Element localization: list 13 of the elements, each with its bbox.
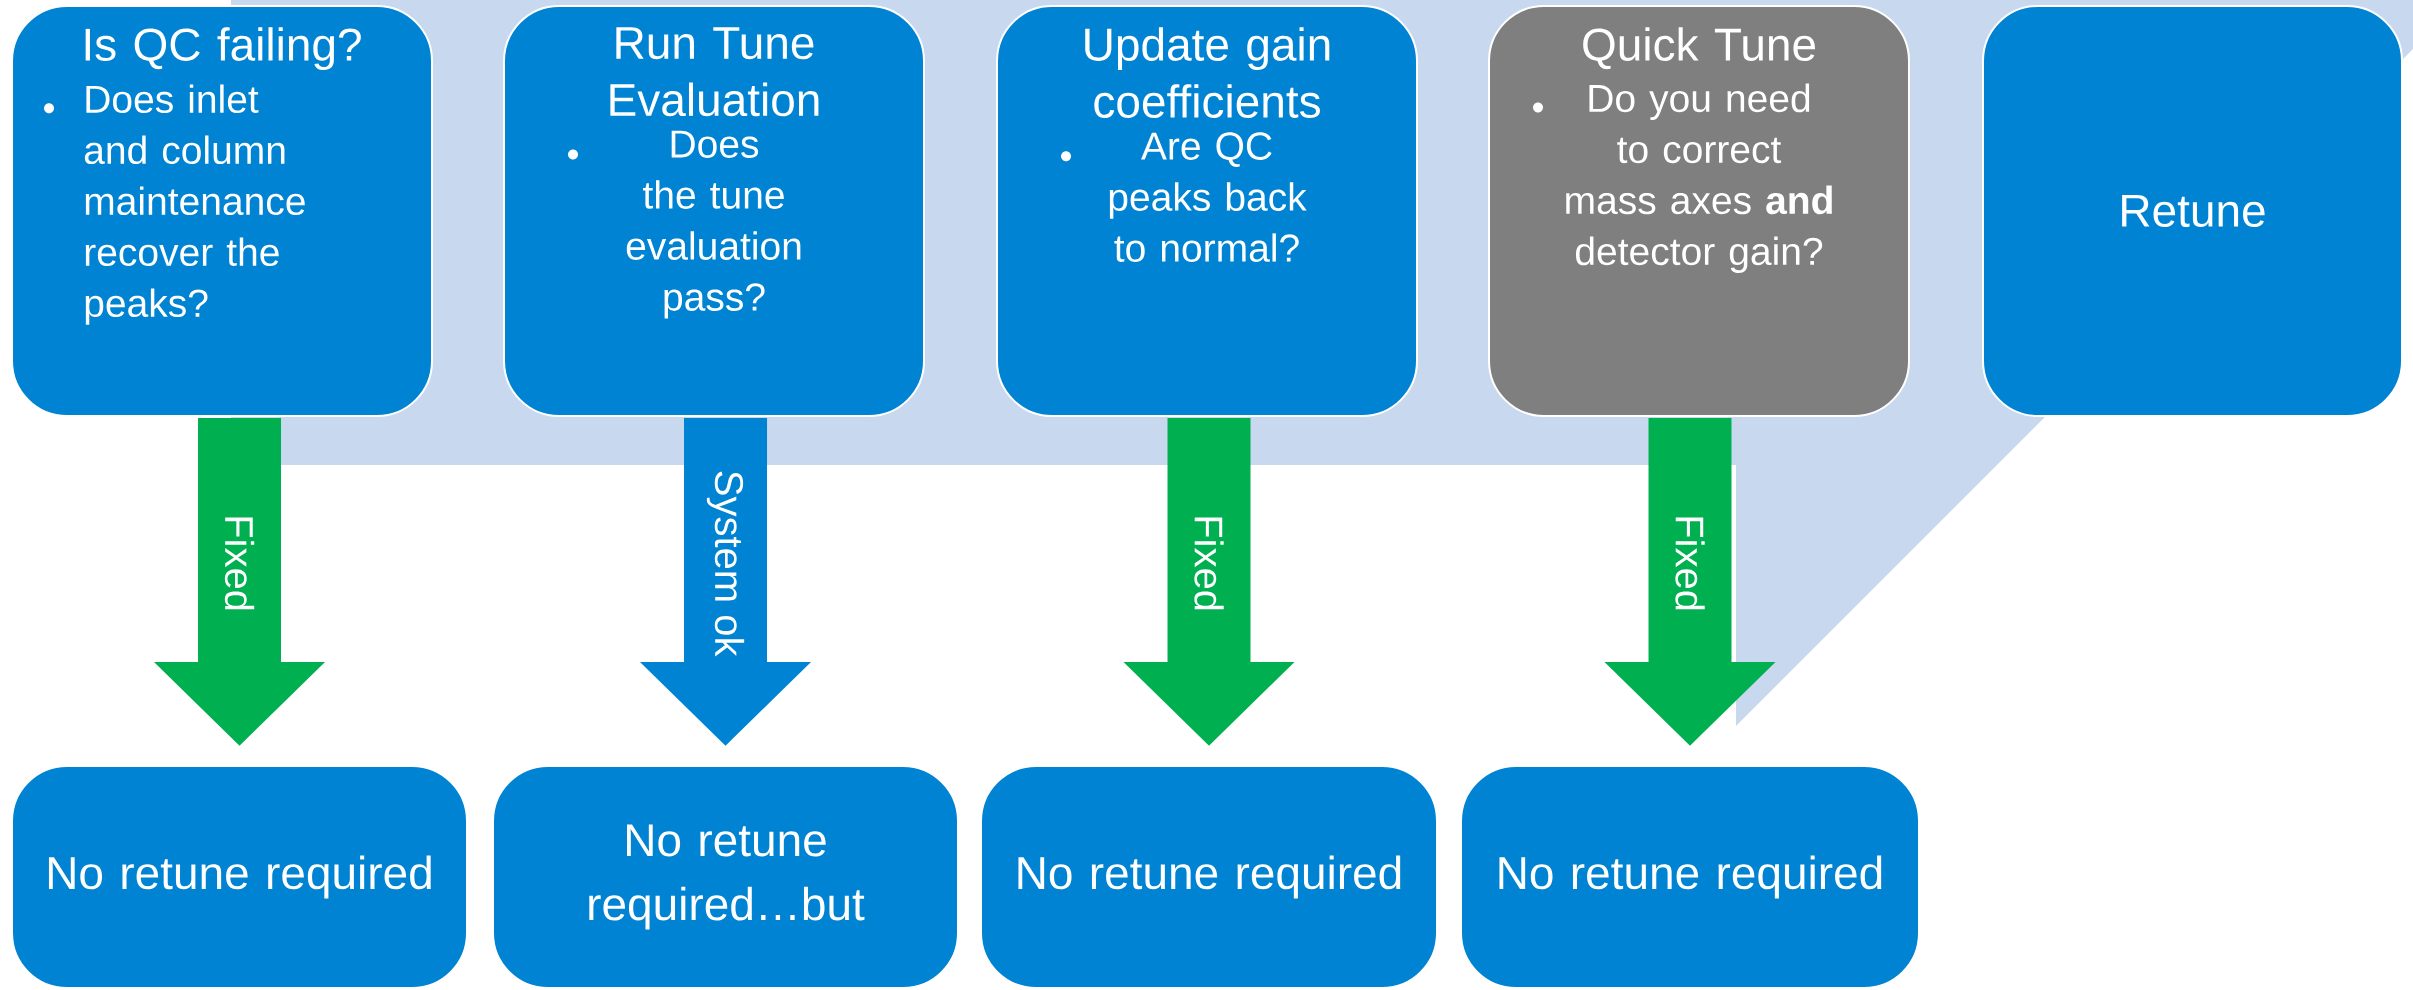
step-box: Retune [1982,5,2403,417]
result-box: No retune required…but [492,765,959,989]
result-box: No retune required [1460,765,1920,989]
edge-label: System ok [704,467,747,659]
result-box: No retune required [11,765,468,989]
step-box: Update gain coefficients Are QC peaks back to normal? [996,5,1418,417]
step-box: Is QC failing? Does inlet and column maintenance recover the peaks? [11,5,433,417]
step-box: Run Tune Evaluation Does the tune evaluation pass? [503,5,925,417]
step-box: Quick Tune Do you need to correct mass axes and detector gain? [1488,5,1910,417]
edge-label: Fixed [1192,512,1226,615]
result-box: No retune required [980,765,1438,989]
edge-label: Fixed [1673,512,1707,615]
edge-label: Fixed [222,512,257,615]
